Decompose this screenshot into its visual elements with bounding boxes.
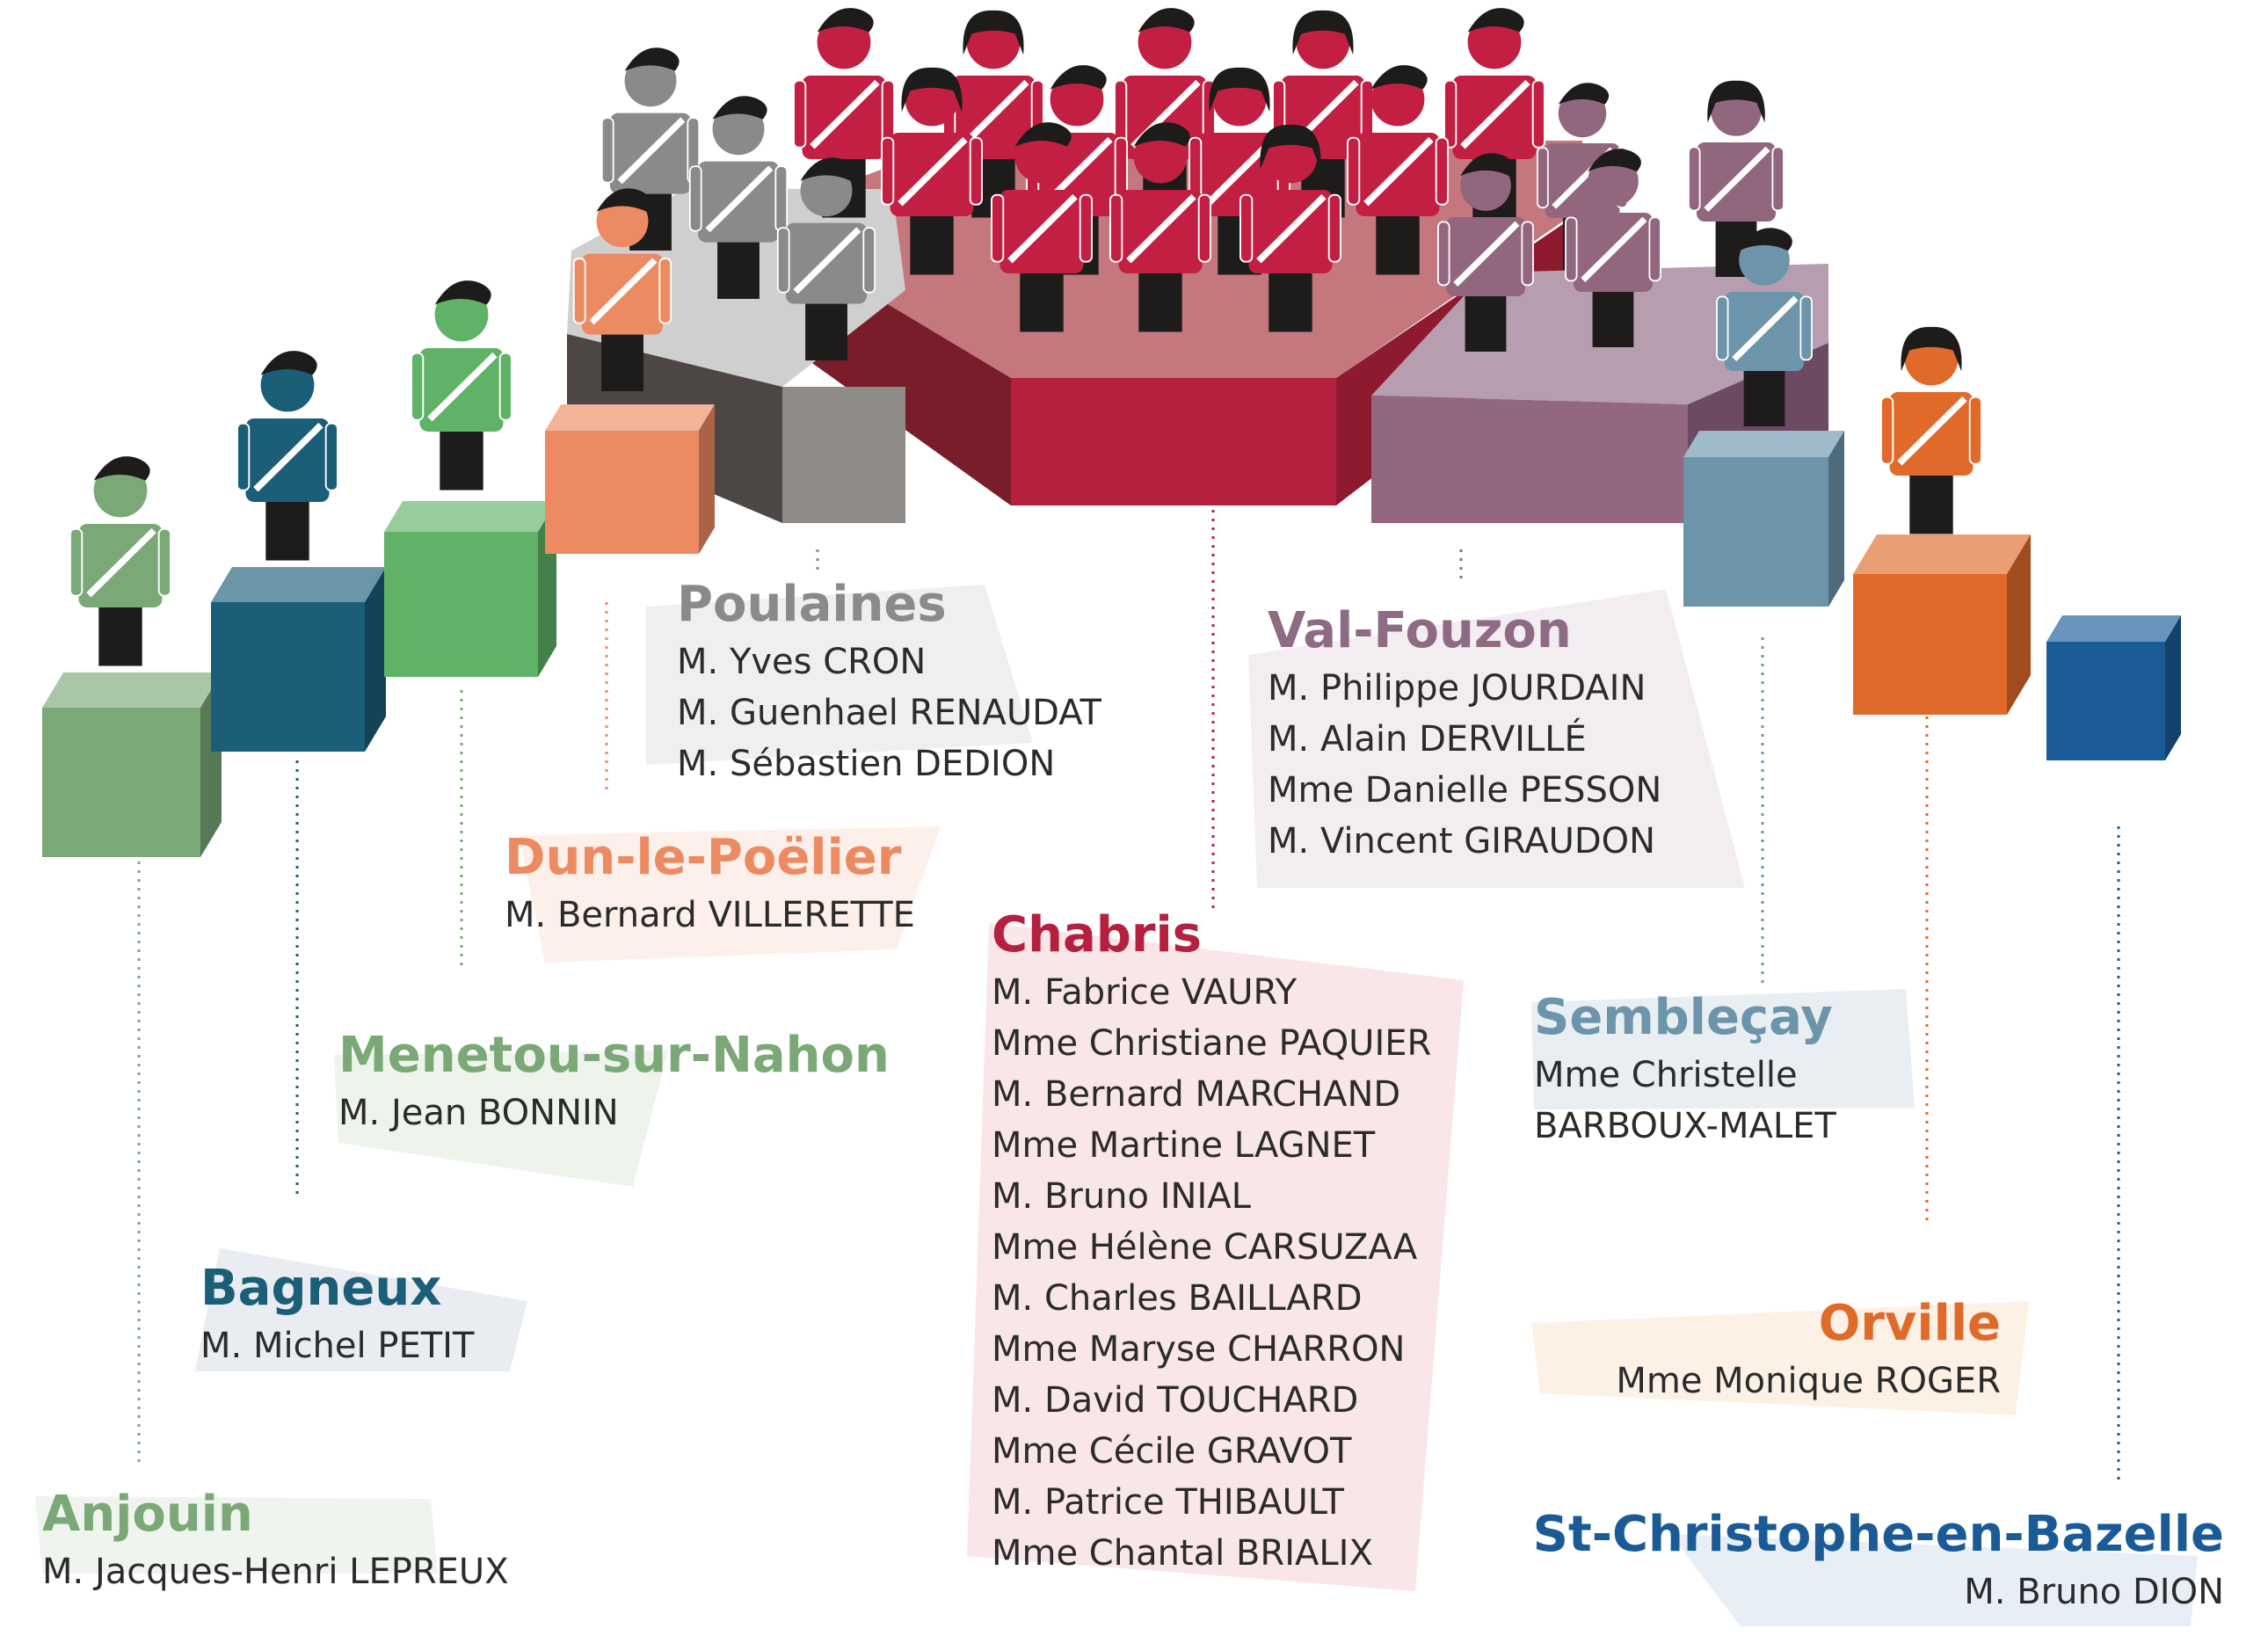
member-name: M. Bruno DION bbox=[1964, 1572, 2224, 1612]
member-name: Mme Cécile GRAVOT bbox=[992, 1431, 1352, 1472]
chabris-members: M. Fabrice VAURY Mme Christiane PAQUIER M.… bbox=[992, 967, 1431, 1579]
member-name: M. Alain DERVILLÉ bbox=[1268, 719, 1587, 760]
member-name: M. Bruno INIAL bbox=[992, 1176, 1251, 1217]
stchristophe-label-plate bbox=[1670, 1534, 2198, 1626]
bagneux-name: Bagneux bbox=[200, 1260, 442, 1317]
menetou-label-plate bbox=[334, 1051, 668, 1187]
member-name: M. Bernard VILLERETTE bbox=[505, 895, 915, 935]
bagneux-label-plate bbox=[195, 1248, 527, 1371]
valfouzon-label-plate bbox=[1248, 589, 1745, 888]
member-name: Mme Monique ROGER bbox=[1616, 1361, 2001, 1401]
member-name: M. Patrice THIBAULT bbox=[992, 1482, 1344, 1523]
member-name: M. David TOUCHARD bbox=[992, 1380, 1359, 1421]
chabris-figure bbox=[1347, 65, 1449, 275]
member-name: M. Sébastien DEDION bbox=[677, 744, 1056, 784]
menetou-members: M. Jean BONNIN bbox=[338, 1087, 619, 1138]
member-name: Mme Christiane PAQUIER bbox=[992, 1023, 1432, 1064]
member-name: M. Michel PETIT bbox=[200, 1326, 475, 1366]
orville-cube bbox=[1853, 534, 2031, 715]
semblecay-figure bbox=[1716, 228, 1813, 426]
dun-members: M. Bernard VILLERETTE bbox=[505, 890, 915, 941]
chabris-figure bbox=[1239, 124, 1341, 332]
poulaines-members: M. Yves CRON M. Guenhael RENAUDAT M. Sébas… bbox=[677, 636, 1101, 789]
stchristophe-name: St-Christophe-en-Bazelle bbox=[1532, 1506, 2224, 1563]
member-name: Mme Hélène CARSUZAA bbox=[992, 1227, 1418, 1268]
chabris-figure bbox=[881, 67, 983, 275]
member-name: Mme Maryse CHARRON bbox=[992, 1329, 1406, 1370]
bagneux-figure bbox=[236, 351, 338, 561]
member-name: M. Jean BONNIN bbox=[338, 1093, 619, 1133]
menetou-name: Menetou-sur-Nahon bbox=[338, 1027, 890, 1084]
valfouzon-members: M. Philippe JOURDAIN M. Alain DERVILLÉ Mme… bbox=[1268, 663, 1661, 867]
member-name: Mme Danielle PESSON bbox=[1268, 770, 1662, 811]
chabris-figure bbox=[991, 122, 1093, 332]
semblecay-label-plate bbox=[1531, 989, 1915, 1109]
semblecay-name: Sembleçay bbox=[1534, 989, 1833, 1046]
poulaines-label-plate bbox=[646, 585, 1033, 765]
bagneux-cube bbox=[211, 567, 386, 752]
council-figures bbox=[69, 8, 1982, 666]
dun-label-plate bbox=[519, 826, 941, 963]
member-name: M. Fabrice VAURY bbox=[992, 972, 1298, 1013]
dun-cube bbox=[545, 404, 715, 554]
semblecay-cube bbox=[1683, 431, 1844, 607]
member-name: M. Bernard MARCHAND bbox=[992, 1074, 1401, 1115]
orville-figure bbox=[1880, 326, 1982, 534]
anjouin-members: M. Jacques-Henri LEPREUX bbox=[42, 1546, 509, 1597]
orville-label-plate bbox=[1531, 1301, 2029, 1415]
poulaines-figure bbox=[688, 96, 789, 299]
member-name: Mme Chantal BRIALIX bbox=[992, 1533, 1373, 1574]
dun-name: Dun-le-Poëlier bbox=[505, 829, 902, 886]
chabris-name: Chabris bbox=[992, 906, 1202, 963]
bagneux-members: M. Michel PETIT bbox=[200, 1320, 474, 1371]
anjouin-name: Anjouin bbox=[42, 1486, 253, 1543]
poulaines-name: Poulaines bbox=[677, 576, 947, 633]
member-name: Mme Martine LAGNET bbox=[992, 1125, 1376, 1166]
anjouin-label-plate bbox=[35, 1496, 438, 1574]
member-name: Mme Christelle bbox=[1534, 1055, 1798, 1095]
dun-figure bbox=[572, 188, 672, 391]
orville-name: Orville bbox=[1818, 1295, 2001, 1352]
chabris-label-plate bbox=[967, 923, 1464, 1591]
connector-lines bbox=[137, 510, 2120, 1486]
orville-members: Mme Monique ROGER bbox=[1616, 1356, 2001, 1407]
poulaines-figure bbox=[776, 157, 876, 360]
valfouzon-figure bbox=[1565, 149, 1661, 347]
valfouzon-figure bbox=[1437, 153, 1534, 352]
chabris-figure bbox=[1109, 122, 1211, 332]
menetou-cube bbox=[384, 501, 556, 677]
stchristophe-cube bbox=[2046, 615, 2181, 760]
anjouin-cube bbox=[42, 673, 222, 857]
valfouzon-name: Val-Fouzon bbox=[1268, 602, 1572, 659]
anjouin-figure bbox=[69, 456, 171, 666]
valfouzon-figure bbox=[1688, 80, 1785, 277]
member-name: BARBOUX-MALET bbox=[1534, 1106, 1836, 1146]
stchristophe-members: M. Bruno DION bbox=[1964, 1567, 2224, 1618]
member-name: M. Jacques-Henri LEPREUX bbox=[42, 1552, 509, 1592]
member-name: M. Guenhael RENAUDAT bbox=[677, 693, 1101, 733]
member-name: M. Charles BAILLARD bbox=[992, 1278, 1363, 1319]
member-name: M. Vincent GIRAUDON bbox=[1268, 821, 1656, 862]
member-name: M. Philippe JOURDAIN bbox=[1268, 668, 1646, 709]
member-name: M. Yves CRON bbox=[677, 642, 927, 682]
menetou-figure bbox=[411, 280, 512, 491]
